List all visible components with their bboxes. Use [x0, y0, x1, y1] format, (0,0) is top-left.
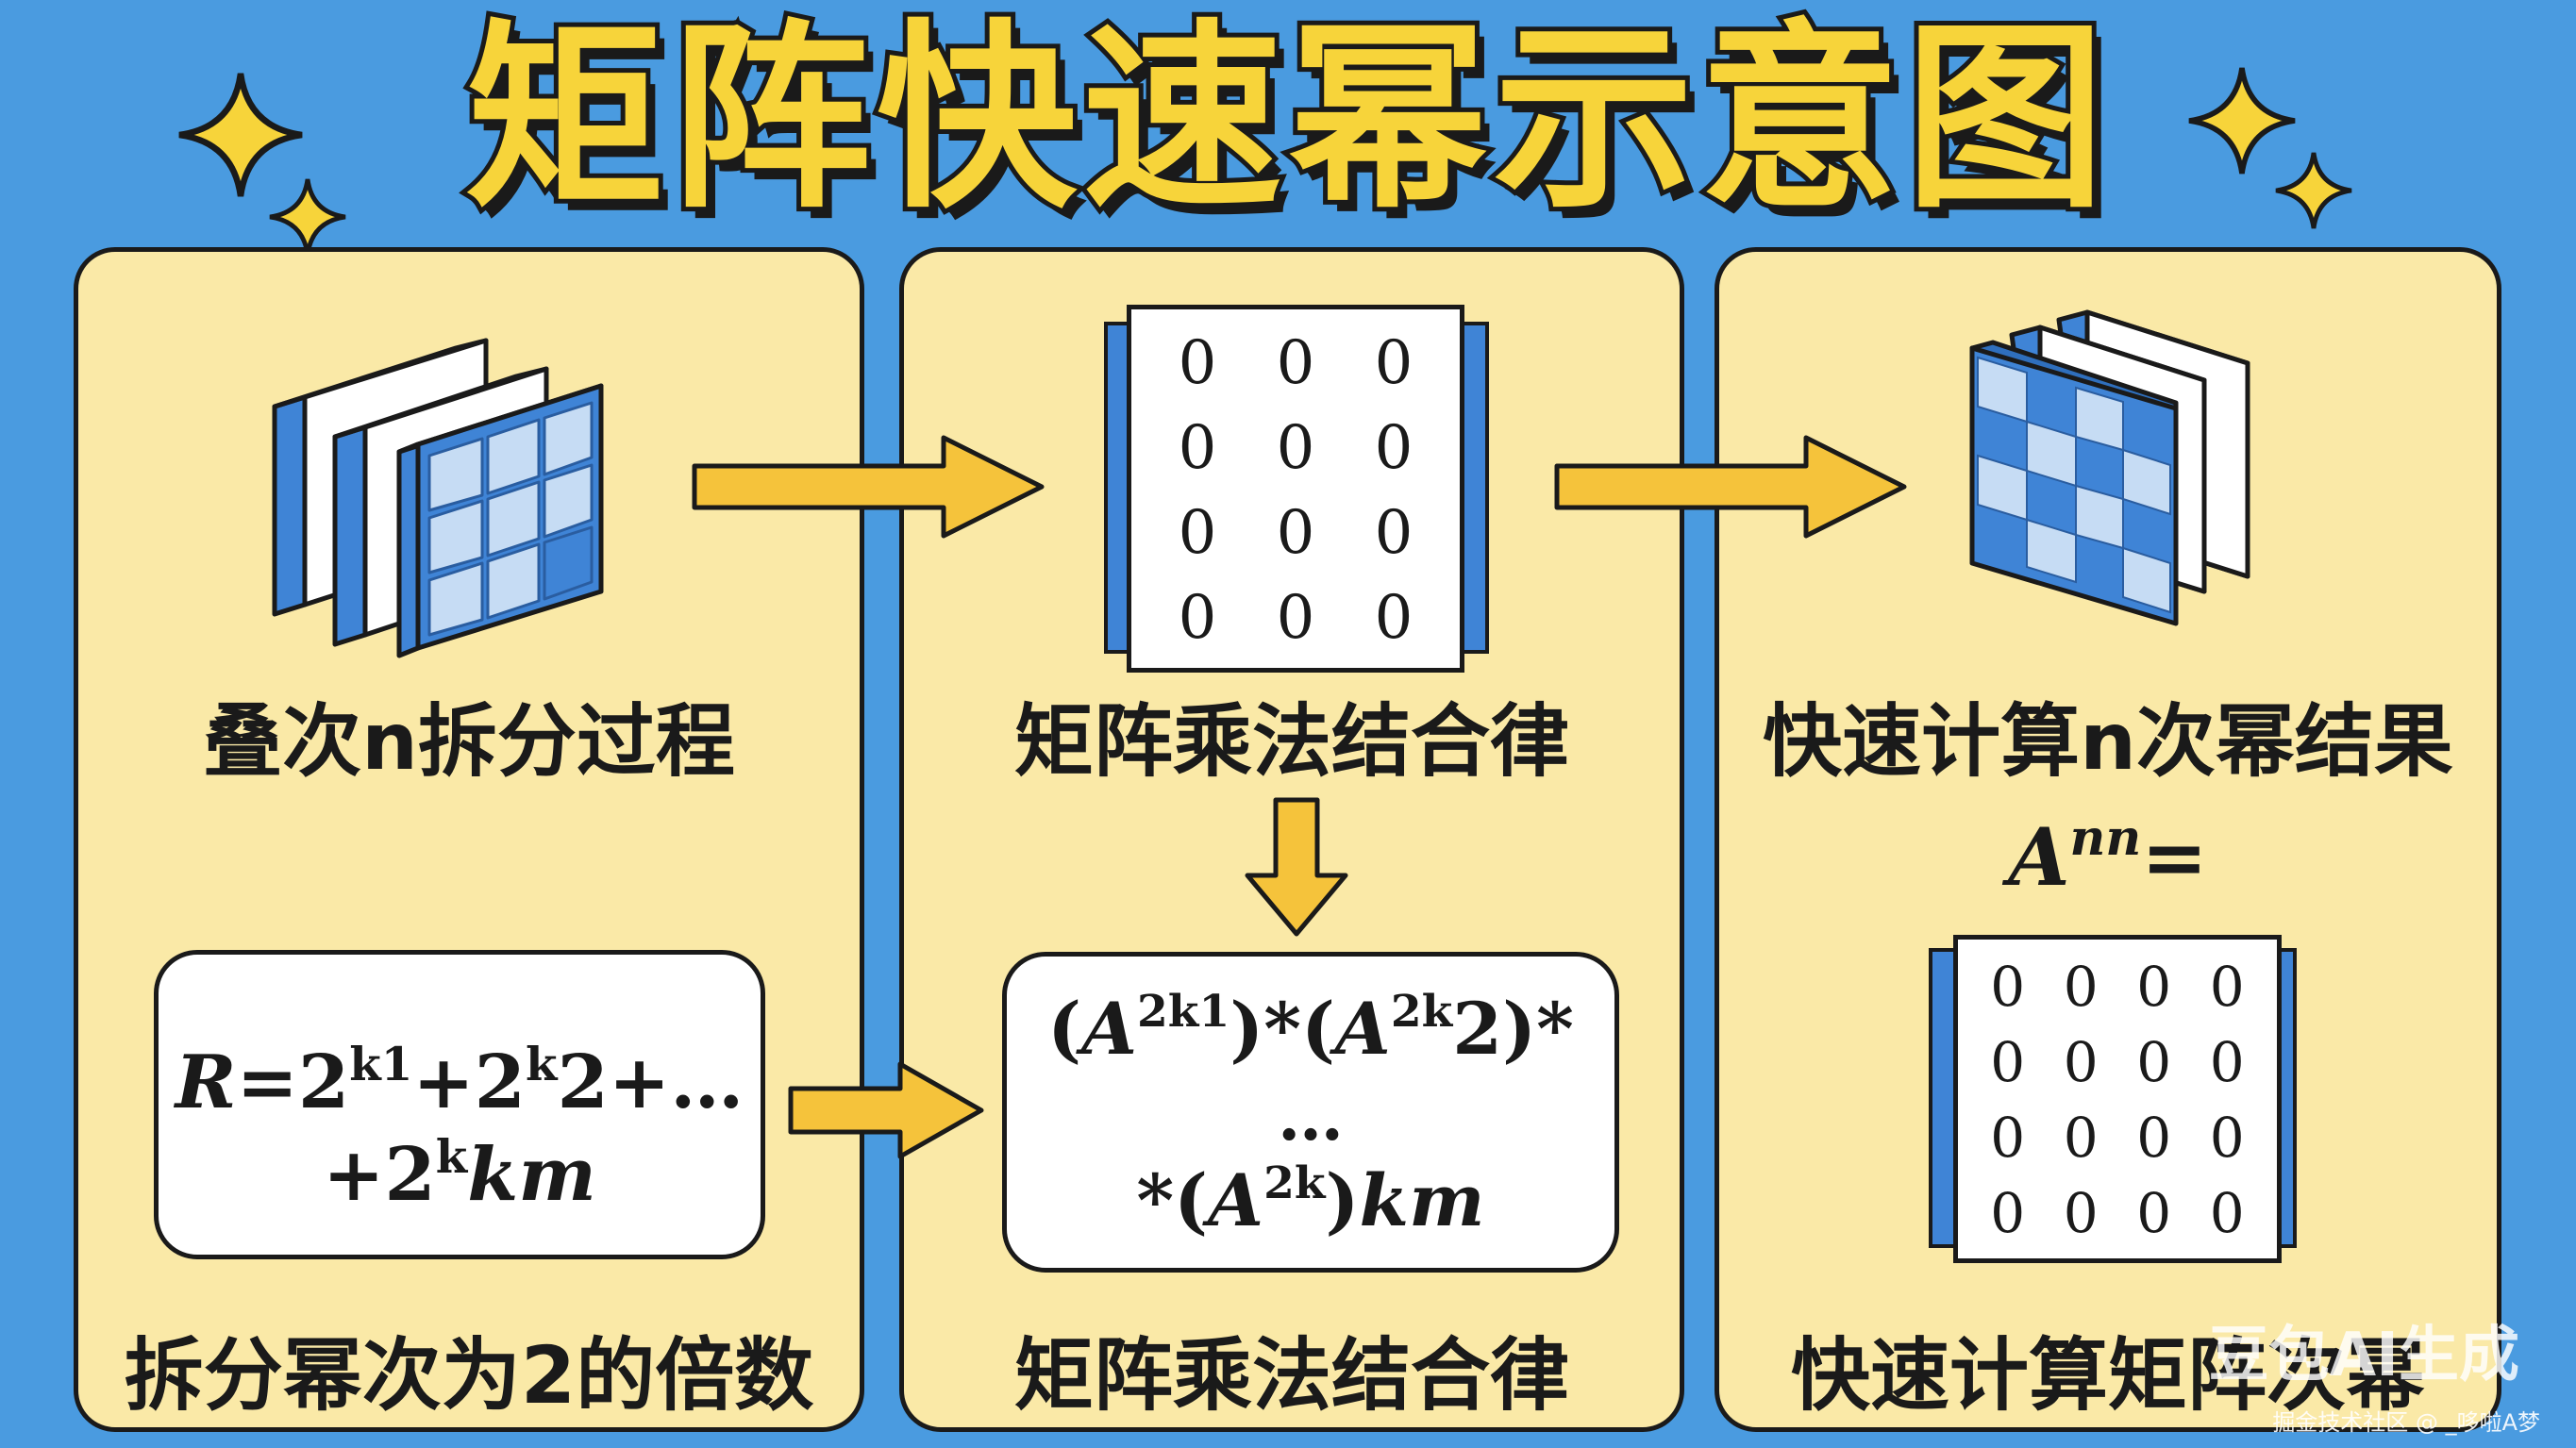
arrow-right-icon [1554, 435, 1907, 539]
matrix-cell: 0 [2136, 1030, 2172, 1094]
matrix-cell: 0 [1178, 328, 1217, 398]
matrix-cell: 0 [1276, 328, 1315, 398]
formula-line-1: R=2k1+2k2+… [175, 1038, 744, 1125]
caption-fast-matrix-power: 快速计算矩阵次幂 [1790, 1329, 2425, 1422]
matrix-stack-icon [1969, 309, 2250, 626]
caption-split-process: 叠次n拆分过程 [203, 695, 735, 788]
matrix-cell: 0 [1178, 583, 1217, 653]
matrix-cell: 0 [1374, 413, 1413, 483]
formula-line-1: (A2k1)*(A2k2)* [1047, 986, 1574, 1071]
formula-result: Ann= [2008, 809, 2208, 904]
matrix-cell: 0 [1990, 1106, 2026, 1170]
formula-line-2: +2kkm [323, 1130, 596, 1218]
matrix-cell: 0 [2063, 1106, 2099, 1170]
matrix-cell: 0 [1374, 328, 1413, 398]
matrix-cell: 0 [1276, 583, 1315, 653]
matrix-cell: 0 [2063, 1030, 2099, 1094]
caption-split-powers: 拆分幂次为2的倍数 [124, 1329, 814, 1422]
matrix-cell: 0 [1178, 498, 1217, 568]
arrow-down-icon [1245, 797, 1348, 937]
formula-line-2: … [1278, 1077, 1344, 1156]
matrix-cell: 0 [2136, 1106, 2172, 1170]
arrow-right-icon [788, 1061, 984, 1159]
caption-associativity-bottom: 矩阵乘法结合律 [1013, 1329, 1569, 1422]
matrix-cell: 0 [1276, 498, 1315, 568]
panel-split-process: 叠次n拆分过程 R=2k1+2k2+… +2kkm 拆分幂次为2的倍数 [74, 247, 864, 1432]
formula-box-product: (A2k1)*(A2k2)* … *(A2k)km [1002, 952, 1619, 1273]
sparkle-icon [2188, 67, 2296, 175]
sparkle-icon [2275, 152, 2352, 229]
sparkle-icon [178, 73, 303, 197]
matrix-cell: 0 [2209, 1030, 2245, 1094]
watermark-credit: 掘金技术社区 @ _哆啦A梦 [2272, 1409, 2540, 1436]
matrix-cell: 0 [2209, 1106, 2245, 1170]
arrow-right-icon [692, 435, 1045, 539]
matrix-cell: 0 [1990, 955, 2026, 1019]
matrix-cell: 0 [1374, 498, 1413, 568]
matrix-cell: 0 [2136, 1181, 2172, 1245]
matrix-cell: 0 [2209, 1181, 2245, 1245]
page-title: 矩阵快速幂示意图 [460, 1, 2111, 237]
matrix-cell: 0 [1990, 1181, 2026, 1245]
formula-box-power-split: R=2k1+2k2+… +2kkm [154, 950, 765, 1259]
sparkle-icon [269, 178, 346, 256]
matrix-cell: 0 [1178, 413, 1217, 483]
caption-associativity: 矩阵乘法结合律 [1013, 695, 1569, 788]
matrix-cell: 0 [1990, 1030, 2026, 1094]
caption-fast-result: 快速计算n次幂结果 [1763, 695, 2453, 788]
matrix-cell: 0 [2063, 1181, 2099, 1245]
formula-line-3: *(A2k)km [1136, 1157, 1485, 1242]
matrix-cell: 0 [1374, 583, 1413, 653]
matrix-cell: 0 [2209, 955, 2245, 1019]
watermark: 豆包AI生成 [2208, 1321, 2519, 1390]
matrix-cell: 0 [1276, 413, 1315, 483]
matrix-cell: 0 [2063, 955, 2099, 1019]
matrix-stack-icon [272, 338, 604, 658]
matrix-cell: 0 [2136, 955, 2172, 1019]
